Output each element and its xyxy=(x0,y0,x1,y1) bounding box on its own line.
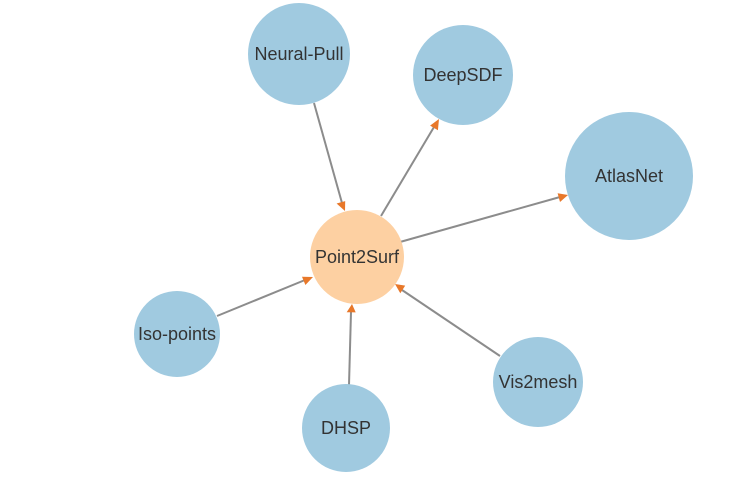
node-label-deepsdf: DeepSDF xyxy=(423,65,502,85)
node-label-vis2mesh: Vis2mesh xyxy=(499,372,578,392)
node-label-point2surf: Point2Surf xyxy=(315,247,400,267)
edges-layer xyxy=(216,102,568,386)
node-point2surf[interactable]: Point2Surf xyxy=(310,210,404,304)
node-dhsp[interactable]: DHSP xyxy=(302,384,390,472)
edge-dhsp-to-point2surf xyxy=(346,304,356,386)
node-label-atlasnet: AtlasNet xyxy=(595,166,663,186)
nodes-layer: Neural-Pull DeepSDF AtlasNet Iso-points … xyxy=(134,3,693,472)
node-label-dhsp: DHSP xyxy=(321,418,371,438)
node-deepsdf[interactable]: DeepSDF xyxy=(413,25,513,125)
node-label-iso-points: Iso-points xyxy=(138,324,216,344)
node-neural-pull[interactable]: Neural-Pull xyxy=(248,3,350,105)
edge-point2surf-to-atlasnet xyxy=(399,193,568,243)
edge-iso-points-to-point2surf xyxy=(216,276,313,317)
edge-point2surf-to-deepsdf xyxy=(380,119,439,217)
node-label-neural-pull: Neural-Pull xyxy=(254,44,343,64)
node-vis2mesh[interactable]: Vis2mesh xyxy=(493,337,583,427)
edge-vis2mesh-to-point2surf xyxy=(395,284,501,357)
node-iso-points[interactable]: Iso-points xyxy=(134,291,220,377)
node-atlasnet[interactable]: AtlasNet xyxy=(565,112,693,240)
edge-neural-pull-to-point2surf xyxy=(313,102,346,211)
